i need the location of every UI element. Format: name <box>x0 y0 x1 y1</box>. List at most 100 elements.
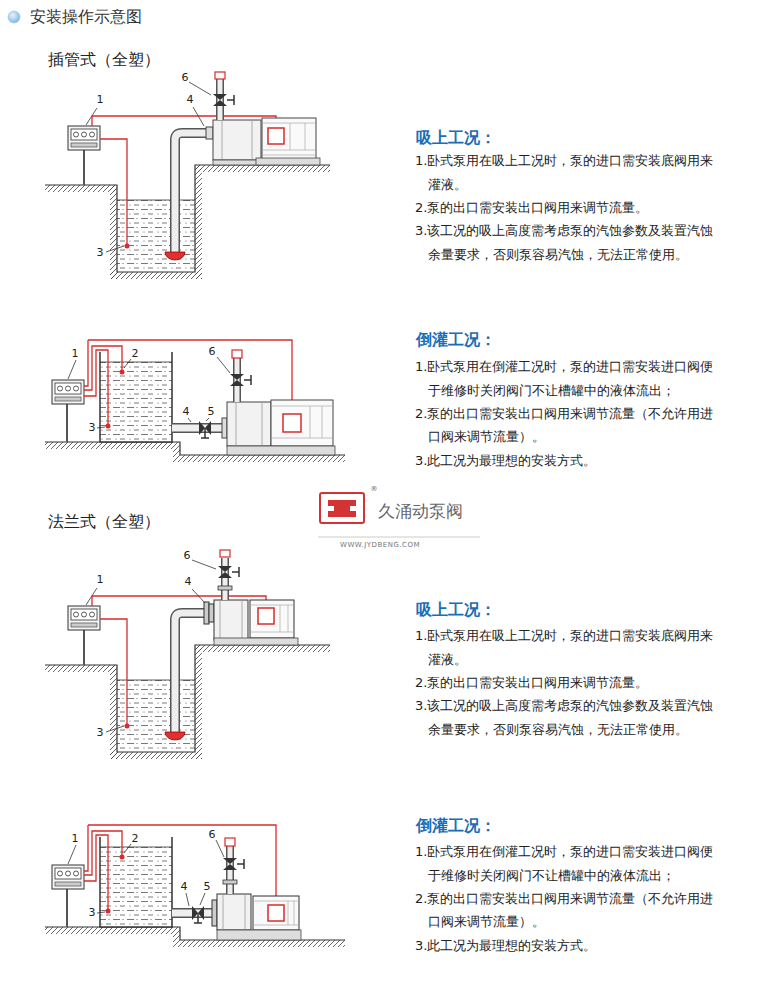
flange-pump <box>225 838 235 846</box>
callout-number: 3 <box>89 421 96 434</box>
pipe-insert-pump <box>213 160 261 165</box>
flange-pump <box>258 608 274 624</box>
pipe-insert-pump <box>227 446 335 455</box>
pipe-insert-pump <box>206 418 209 421</box>
flange-pump <box>232 567 239 577</box>
flange-pump <box>209 604 214 622</box>
pipe-insert-pump <box>222 120 252 160</box>
flange-pump <box>216 840 224 857</box>
brand-name: 久涌动泵阀 <box>378 501 463 521</box>
callout-number: 6 <box>209 345 216 358</box>
flange-pump <box>250 605 294 632</box>
flange-pump <box>192 589 205 603</box>
section-heading: 法兰式（全塑） <box>48 512 160 531</box>
flange-pump <box>204 602 209 624</box>
flange-pump <box>88 825 276 905</box>
flange-pump <box>237 859 244 869</box>
pipe-insert-pump <box>227 402 271 446</box>
suction-installation <box>45 108 330 279</box>
note-text: 1.卧式泵用在吸上工况时，泵的进口需安装底阀用来 灌液。 <box>415 624 735 671</box>
flange-pump <box>218 586 232 590</box>
brand-logo <box>318 537 480 538</box>
pipe-insert-pump <box>262 118 316 160</box>
flange-pump <box>223 894 245 930</box>
callout-number: 6 <box>184 549 191 562</box>
flange-pump <box>223 880 237 884</box>
brand-logo <box>328 500 356 517</box>
pipe-insert-pump <box>88 340 335 455</box>
pipe-insert-pump <box>92 72 320 165</box>
pipe-insert-pump <box>213 94 227 106</box>
callout-number: 4 <box>187 93 194 106</box>
pipe-insert-pump <box>222 418 227 438</box>
flange-pump <box>212 900 217 926</box>
pipe-insert-pump <box>283 414 301 432</box>
flange-pump <box>92 550 298 645</box>
flange-pump <box>220 600 242 640</box>
pipe-insert-pump <box>230 374 244 386</box>
pipe-insert-pump <box>188 418 191 422</box>
note-text: 1.卧式泵用在倒灌工况时，泵的进口需安装进口阀便 于维修时关闭阀门不让槽罐中的液… <box>415 355 735 402</box>
note-text: 3.此工况为最理想的安装方式。 <box>415 934 735 957</box>
title-bullet <box>8 11 20 23</box>
pipe-insert-pump <box>189 82 211 95</box>
note-text: 3.该工况的吸上高度需考虑泵的汽蚀参数及装置汽蚀 余量要求，否则泵容易汽蚀，无法… <box>415 694 735 741</box>
callout-number: 1 <box>97 573 104 586</box>
pipe-insert-pump <box>172 423 224 433</box>
flooded-installation <box>45 340 345 462</box>
callout-number: 2 <box>132 832 139 845</box>
page-title: 安装操作示意图 <box>30 7 142 26</box>
brand-logo <box>320 493 364 523</box>
callout-number: 3 <box>97 246 104 259</box>
pipe-insert-pump <box>262 123 316 155</box>
note-text: 2.泵的出口需安装出口阀用来调节流量（不允许用进 口阀来调节流量）。 <box>415 402 735 449</box>
brand-url: WWW.JYDBENG.COM <box>340 541 420 549</box>
suction-installation <box>45 588 330 759</box>
callout-number: 5 <box>204 880 211 893</box>
note-text: 1.卧式泵用在吸上工况时，泵的进口需安装底阀用来 灌液。 <box>415 149 735 196</box>
flange-pump <box>186 893 189 906</box>
callout-number: 1 <box>97 93 104 106</box>
flange-pump <box>220 550 230 557</box>
pipe-insert-pump <box>271 406 333 438</box>
flange-pump <box>192 560 216 569</box>
callout-number: 4 <box>185 575 192 588</box>
note-text: 3.此工况为最理想的安装方式。 <box>415 449 735 472</box>
flange-pump <box>214 600 248 640</box>
flange-pump <box>253 901 299 925</box>
flange-pump <box>218 566 232 578</box>
flange-pump <box>221 558 229 600</box>
callout-number: 1 <box>72 832 79 845</box>
flange-pump <box>217 894 251 930</box>
registered-mark: ® <box>371 485 378 493</box>
flange-pump <box>217 930 301 940</box>
pipe-insert-pump <box>268 128 284 144</box>
flange-pump <box>223 858 237 870</box>
pipe-insert-pump <box>215 72 225 79</box>
note-text: 2.泵的出口需安装出口阀用来调节流量。 <box>415 671 735 694</box>
brand-logo <box>318 493 480 537</box>
pipe-insert-pump <box>244 375 251 385</box>
callout-number: 3 <box>97 726 104 739</box>
condition-heading: 吸上工况： <box>416 128 496 147</box>
pipe-insert-pump <box>206 127 213 139</box>
flange-pump <box>214 638 298 645</box>
pipe-insert-pump <box>232 350 242 358</box>
pipe-insert-pump <box>217 357 230 373</box>
callout-number: 5 <box>208 405 215 418</box>
note-text: 2.泵的出口需安装出口阀用来调节流量（不允许用进 口阀来调节流量）。 <box>415 887 735 934</box>
pipe-insert-pump <box>201 428 209 438</box>
condition-heading: 吸上工况： <box>416 600 496 619</box>
pipe-insert-pump <box>172 425 224 432</box>
pipe-insert-pump <box>271 400 333 446</box>
pipe-insert-pump <box>256 158 320 165</box>
flooded-installation <box>45 825 345 947</box>
pipe-insert-pump <box>193 107 204 126</box>
flange-pump <box>250 600 294 638</box>
callout-number: 6 <box>182 71 189 84</box>
pipe-insert-pump <box>213 120 261 160</box>
flange-pump <box>253 896 299 930</box>
flange-pump <box>88 825 301 940</box>
callout-number: 1 <box>72 347 79 360</box>
